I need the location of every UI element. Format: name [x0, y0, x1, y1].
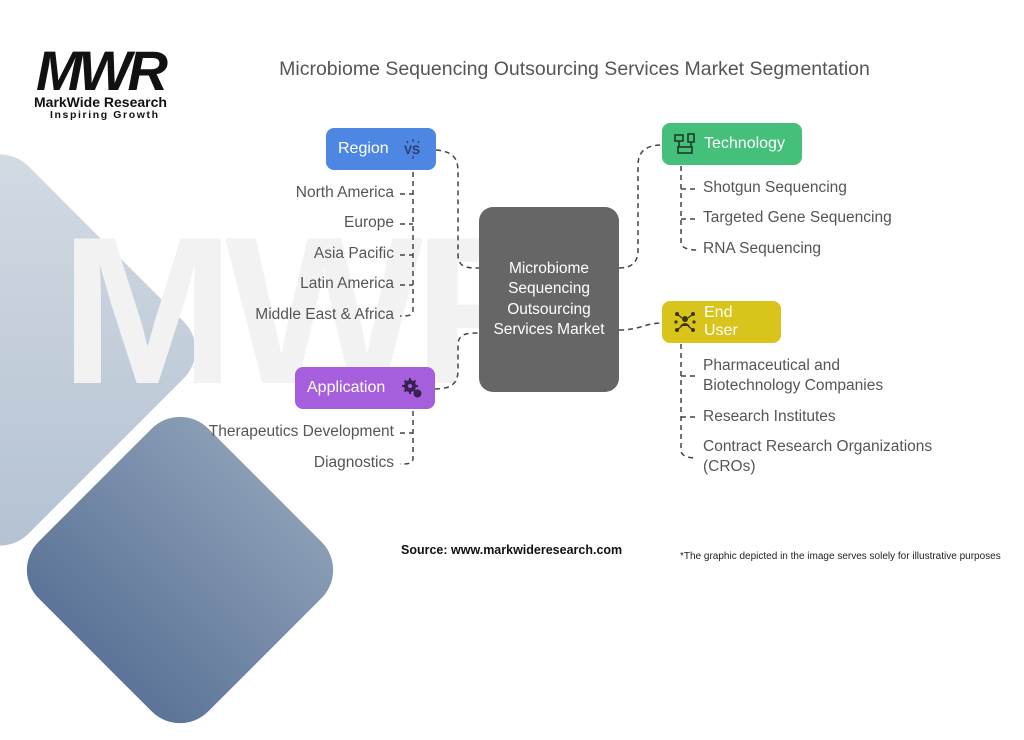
- application-item: Diagnostics: [313, 454, 394, 471]
- segment-application: Application: [295, 367, 435, 409]
- segment-technology-label: Technology: [704, 135, 785, 152]
- end-user-item: Pharmaceutical and: [703, 357, 840, 374]
- region-item: Middle East & Africa: [255, 306, 394, 323]
- gears-icon: [401, 377, 423, 399]
- technology-item: RNA Sequencing: [703, 240, 822, 257]
- logo-name: MarkWide Research: [34, 94, 167, 110]
- end-user-item: Contract Research Organizations: [703, 438, 933, 455]
- application-item: Therapeutics Development: [208, 423, 394, 440]
- segment-application-label: Application: [307, 379, 386, 396]
- disclaimer-note: *The graphic depicted in the image serve…: [680, 551, 1001, 562]
- end-user-item: Research Institutes: [703, 408, 836, 425]
- region-item: Asia Pacific: [313, 245, 394, 262]
- center-market-node: Microbiome Sequencing Outsourcing Servic…: [479, 207, 619, 392]
- source-text: Source: www.markwideresearch.com: [401, 543, 623, 557]
- vs-icon: VS: [402, 138, 424, 160]
- region-item: North America: [295, 184, 394, 201]
- user-network-icon: [674, 311, 696, 333]
- logo-mark: MWR: [36, 39, 168, 102]
- network-devices-icon: [674, 133, 696, 155]
- center-label: Microbiome Sequencing Outsourcing Servic…: [493, 259, 605, 339]
- technology-item: Shotgun Sequencing: [703, 179, 847, 196]
- logo-tagline: Inspiring Growth: [50, 109, 160, 121]
- connector-lines: [399, 144, 698, 465]
- segment-end-user-label: End User: [704, 304, 738, 339]
- end-user-item: (CROs): [703, 458, 756, 475]
- page-title: Microbiome Sequencing Outsourcing Servic…: [279, 58, 870, 80]
- technology-item: Targeted Gene Sequencing: [703, 209, 892, 226]
- segment-end-user: End User: [662, 301, 781, 343]
- segment-region: Region VS: [326, 128, 436, 170]
- segment-region-label: Region: [338, 140, 389, 157]
- region-item: Europe: [344, 214, 394, 231]
- svg-text:VS: VS: [404, 143, 420, 157]
- region-item: Latin America: [300, 275, 394, 292]
- end-user-item: Biotechnology Companies: [703, 377, 884, 394]
- segment-technology: Technology: [662, 123, 802, 165]
